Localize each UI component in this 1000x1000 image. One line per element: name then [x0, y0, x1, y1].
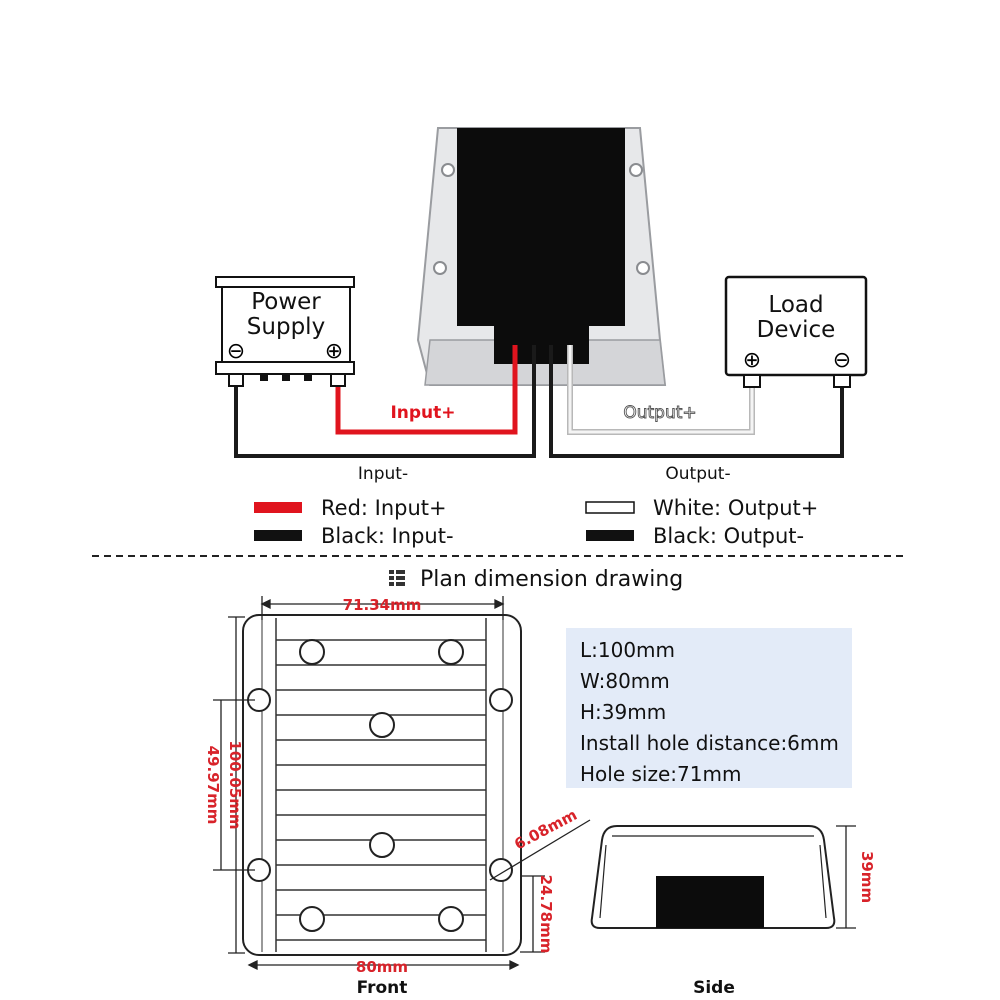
dim-length-vertical: 100.05mm: [226, 740, 244, 829]
spec-width: W:80mm: [580, 669, 670, 693]
legend-swatch-black: [254, 530, 302, 541]
input-minus-label: Input-: [358, 464, 408, 484]
dim-width-top: 71.34mm: [343, 596, 422, 614]
grid-icon: [389, 570, 405, 586]
legend-swatch-black: [586, 530, 634, 541]
minus-terminal-icon: ⊖: [833, 348, 851, 373]
front-caption: Front: [357, 978, 408, 998]
dim-hole-offset: 24.78mm: [537, 875, 555, 954]
minus-terminal-icon: ⊖: [227, 339, 245, 364]
input-plus-label: Input+: [390, 403, 455, 423]
converter-module: [416, 127, 667, 386]
mount-hole: [636, 261, 650, 275]
front-holes: [247, 639, 513, 932]
output-minus-label: Output-: [665, 464, 730, 484]
spec-hole-size: Hole size:71mm: [580, 762, 741, 786]
legend-black-output-minus: Black: Output-: [653, 524, 804, 548]
wires: [234, 345, 844, 458]
spec-height: H:39mm: [580, 700, 666, 724]
front-dimension-lines: [213, 596, 591, 971]
plus-terminal-icon: ⊕: [325, 339, 343, 364]
drawing-title: Plan dimension drawing: [389, 567, 683, 592]
spec-length: L:100mm: [580, 638, 675, 662]
wire-output-minus: [549, 345, 844, 458]
spec-install-hole-distance: Install hole distance:6mm: [580, 731, 839, 755]
wire-legend: Red: Input+ Black: Input- White: Output+…: [254, 496, 818, 548]
cable-gland: [494, 318, 589, 364]
front-view: [242, 614, 522, 956]
spec-panel: L:100mm W:80mm H:39mm Install hole dista…: [566, 628, 852, 788]
power-supply-label-line2: Supply: [247, 314, 325, 340]
wire-output-plus: [568, 345, 754, 434]
side-caption: Side: [693, 978, 735, 998]
mount-hole: [441, 163, 455, 177]
wire-input-plus: [335, 345, 518, 435]
plan-dimension-title: Plan dimension drawing: [420, 567, 683, 592]
legend-swatch-white: [585, 501, 635, 514]
legend-swatch-red: [254, 502, 302, 513]
mount-hole: [433, 261, 447, 275]
dim-side-height: 39mm: [858, 851, 876, 903]
legend-red-input-plus: Red: Input+: [321, 496, 447, 520]
dim-width-bottom: 80mm: [356, 958, 408, 976]
output-plus-label: Output+: [623, 403, 696, 423]
load-device-label-line2: Device: [757, 317, 836, 343]
legend-black-input-minus: Black: Input-: [321, 524, 454, 548]
load-device-label-line1: Load: [768, 292, 823, 318]
side-view: [590, 825, 856, 929]
load-device: Load Device ⊕ ⊖: [724, 275, 868, 388]
mount-hole: [629, 163, 643, 177]
power-supply: Power Supply ⊖ ⊕: [215, 276, 355, 387]
dim-hole-spacing-vertical: 49.97mm: [204, 746, 222, 825]
power-supply-label-line1: Power: [251, 289, 321, 315]
side-cable-gland: [656, 876, 764, 928]
plus-terminal-icon: ⊕: [743, 348, 761, 373]
wire-input-minus: [234, 345, 536, 458]
legend-white-output-plus: White: Output+: [653, 496, 818, 520]
